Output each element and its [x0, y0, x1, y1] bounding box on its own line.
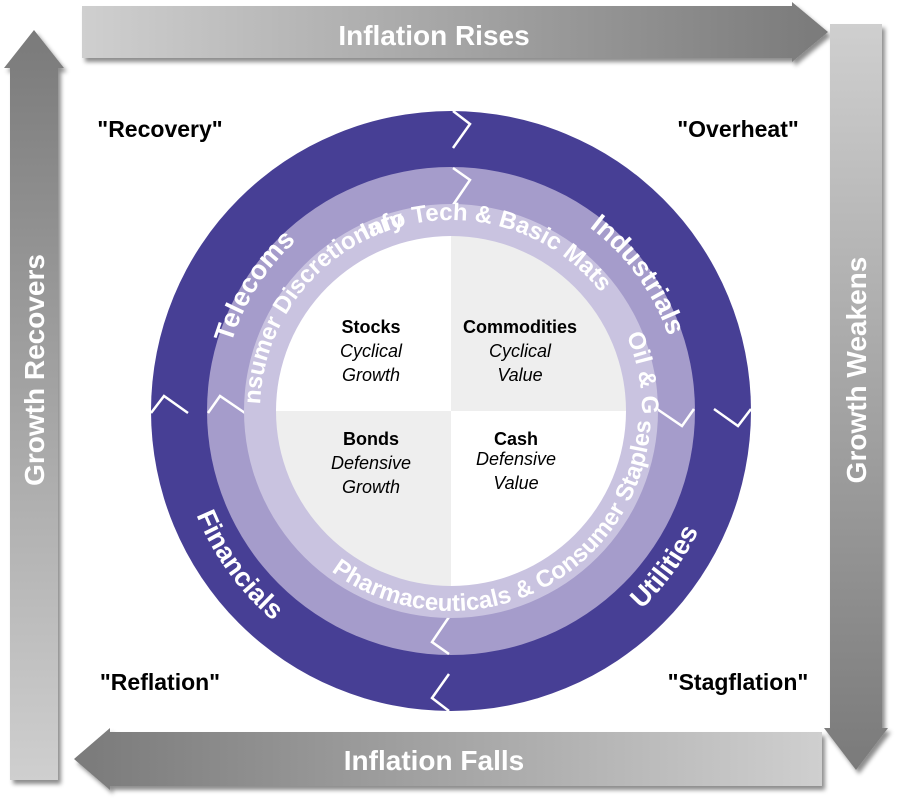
bonds-line2: Growth [342, 477, 400, 497]
phase-recovery: "Recovery" [97, 116, 222, 142]
quadrant-text-stocks: Stocks Cyclical Growth [340, 317, 403, 385]
cash-line2: Value [493, 473, 538, 493]
commodities-title: Commodities [463, 317, 577, 337]
phase-reflation: "Reflation" [100, 669, 220, 695]
commodities-line2: Value [497, 365, 542, 385]
quadrant-stocks [276, 236, 451, 411]
arrow-label-bottom: Inflation Falls [344, 745, 524, 776]
bonds-title: Bonds [343, 429, 399, 449]
cash-line1: Defensive [476, 449, 556, 469]
arrow-inflation-falls: Inflation Falls [74, 728, 822, 790]
arrow-inflation-rises: Inflation Rises [82, 2, 828, 62]
quadrant-bonds [276, 411, 451, 586]
commodities-line1: Cyclical [489, 341, 552, 361]
arrow-label-right: Growth Weakens [841, 257, 872, 484]
stocks-line2: Growth [342, 365, 400, 385]
arrow-label-top: Inflation Rises [338, 20, 529, 51]
quadrant-text-cash: Cash Defensive Value [476, 429, 556, 493]
quadrant-cash [451, 411, 626, 586]
phase-stagflation: "Stagflation" [668, 669, 809, 695]
middle-ring-chevrons [206, 166, 696, 656]
center-quadrants [276, 236, 626, 586]
phase-overheat: "Overheat" [677, 116, 799, 142]
cash-title: Cash [494, 429, 538, 449]
arrow-label-left: Growth Recovers [19, 254, 50, 486]
bonds-line1: Defensive [331, 453, 411, 473]
arrow-growth-recovers: Growth Recovers [4, 30, 64, 780]
quadrant-text-commodities: Commodities Cyclical Value [463, 317, 577, 385]
stocks-title: Stocks [341, 317, 400, 337]
outer-ring-chevrons [150, 110, 752, 712]
arrow-growth-weakens: Growth Weakens [824, 24, 888, 770]
quadrant-text-bonds: Bonds Defensive Growth [331, 429, 411, 497]
quadrant-commodities [451, 236, 626, 411]
stocks-line1: Cyclical [340, 341, 403, 361]
